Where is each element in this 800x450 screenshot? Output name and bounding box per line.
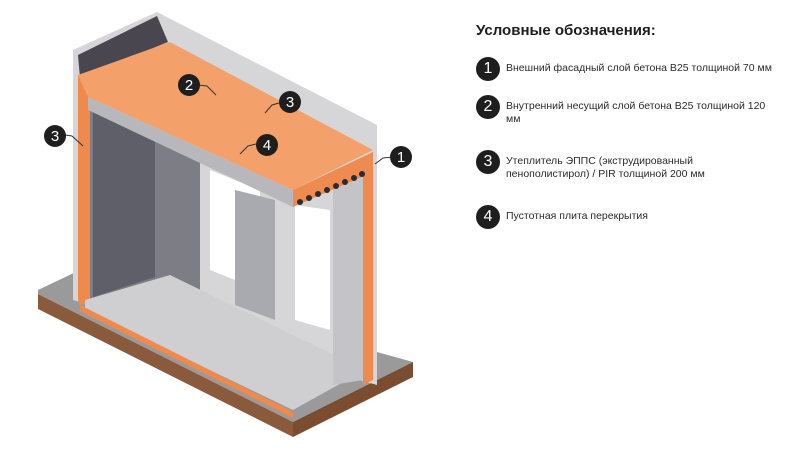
legend-item: 3 Утеплитель ЭППС (экструдированный пено… bbox=[476, 150, 796, 181]
right-insulation bbox=[363, 152, 373, 385]
legend-item: 1 Внешний фасадный слой бетона B25 толщи… bbox=[476, 57, 796, 81]
back-wall-inner-dark bbox=[78, 16, 168, 78]
ground-base-side bbox=[293, 362, 413, 437]
wall-panel-illustration bbox=[38, 12, 413, 437]
interior-wall-shadow bbox=[93, 110, 155, 297]
callout-1: 1 bbox=[390, 146, 412, 168]
pier bbox=[235, 190, 275, 320]
legend-marker: 2 bbox=[476, 95, 500, 119]
right-wall-inner bbox=[333, 160, 363, 385]
window-opening-right bbox=[295, 205, 330, 330]
ground-base-front bbox=[38, 294, 293, 437]
legend: Условные обозначения: 1 Внешний фасадный… bbox=[476, 22, 796, 229]
legend-text: Пустотная плита перекрытия bbox=[506, 210, 648, 222]
legend-item: 2 Внутренний несущий слой бетона B25 тол… bbox=[476, 95, 796, 126]
hollow-core-holes bbox=[297, 171, 365, 205]
slab-underside bbox=[88, 97, 293, 207]
legend-marker: 4 bbox=[476, 205, 500, 229]
floor-slab bbox=[85, 275, 365, 410]
slab-top-insulation bbox=[78, 42, 373, 190]
callout-3-left: 3 bbox=[44, 125, 66, 147]
legend-title: Условные обозначения: bbox=[476, 22, 656, 39]
slab-front-face bbox=[293, 152, 373, 207]
legend-text: Утеплитель ЭППС (экструдированный пенопо… bbox=[506, 155, 705, 180]
leader-lines bbox=[64, 84, 394, 165]
legend-text: Внешний фасадный слой бетона B25 толщино… bbox=[506, 62, 772, 74]
legend-marker: 3 bbox=[476, 150, 500, 174]
legend-text: Внутренний несущий слой бетона B25 толщи… bbox=[506, 100, 766, 125]
callout-4: 4 bbox=[256, 134, 278, 156]
callout-3-top: 3 bbox=[279, 91, 301, 113]
callout-2: 2 bbox=[178, 74, 200, 96]
left-insulation bbox=[78, 75, 90, 305]
floor-insulation-edge bbox=[80, 305, 293, 418]
legend-marker: 1 bbox=[476, 57, 500, 81]
legend-item: 4 Пустотная плита перекрытия bbox=[476, 205, 796, 229]
